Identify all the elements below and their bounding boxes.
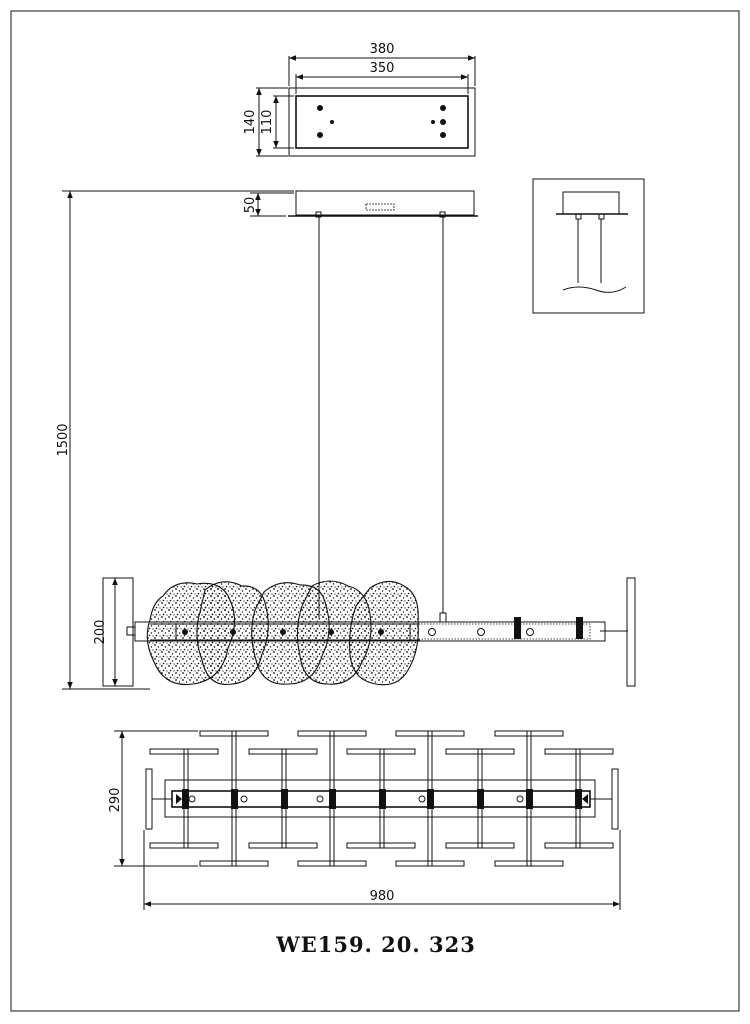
dim-canopy-inner-width: 350: [370, 61, 395, 76]
canopy-side: [295, 190, 475, 216]
body-top-view: 290 980: [108, 730, 621, 910]
dim-body-height: 200: [93, 620, 108, 645]
detail-frame: [532, 178, 645, 314]
crystal-cluster: [146, 580, 419, 686]
dim-body-depth: 290: [108, 788, 123, 813]
dim-canopy-height: 50: [243, 197, 258, 214]
model-number: WE159. 20. 323: [275, 932, 476, 957]
dim-total-height: 1500: [56, 423, 71, 456]
dim-body-length: 980: [370, 889, 395, 904]
canopy-outer-plate: [288, 87, 476, 157]
dim-canopy-outer-width: 380: [370, 42, 395, 57]
dim-canopy-outer-depth: 140: [243, 110, 258, 135]
end-plate-left: [102, 577, 134, 687]
detail-view: [532, 178, 645, 314]
crystal-5: [349, 580, 419, 686]
page-frame: [10, 10, 740, 1012]
elevation-view: 50 1500 200: [56, 190, 636, 690]
dim-canopy-inner-depth: 110: [260, 110, 275, 135]
canopy-inner-plate: [295, 95, 469, 149]
canopy-top-view: 380 350 140 110: [243, 42, 476, 157]
